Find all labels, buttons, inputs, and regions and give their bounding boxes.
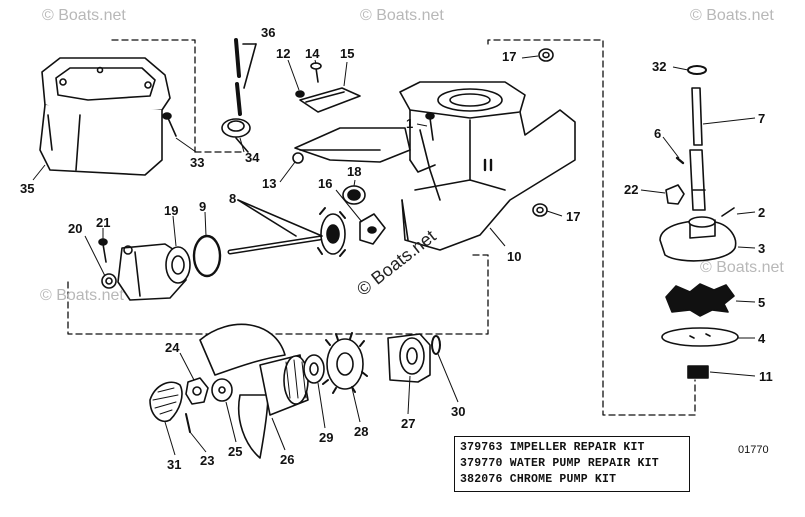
callout-31: 31 [167,457,181,472]
callout-17-top: 17 [502,49,516,64]
o-ring-part [431,335,441,355]
callout-17-bottom: 17 [566,209,580,224]
watermark-mid-left: © Boats.net [40,287,124,304]
bearing-carrier-part [387,333,431,383]
callout-36: 36 [261,25,275,40]
callout-20: 20 [68,221,82,236]
propeller-shaft-part [227,199,346,257]
callout-18: 18 [347,164,361,179]
exhaust-housing-part [39,57,171,176]
dowel-pin-part [234,38,257,116]
callout-7: 7 [758,111,765,126]
callout-22: 22 [624,182,638,197]
callout-27: 27 [401,416,415,431]
kit-name: WATER PUMP REPAIR KIT [509,457,659,470]
callout-8: 8 [229,191,236,206]
callout-24: 24 [165,340,180,355]
watermark-top-center: © Boats.net [360,7,444,24]
seal-ring-part [221,118,251,153]
kit-name: CHROME PUMP KIT [509,473,617,486]
callout-12: 12 [276,46,290,61]
callout-35: 35 [20,181,34,196]
thrust-washer-part [303,354,325,384]
gearcase-housing-part [294,81,576,251]
kit-row: 382076 CHROME PUMP KIT [460,472,689,488]
cover-plate-part [295,62,361,113]
callout-10: 10 [507,249,521,264]
callout-2: 2 [758,205,765,220]
nut-part [292,152,304,164]
prop-hardware-part [149,377,233,433]
kit-part-number: 379763 [460,441,503,454]
callout-11: 11 [759,369,773,384]
callout-29: 29 [319,430,333,445]
repair-kit-box: 379763 IMPELLER REPAIR KIT 379770 WATER … [454,436,690,492]
callout-3: 3 [758,241,765,256]
kit-row: 379763 IMPELLER REPAIR KIT [460,440,689,456]
screw-part [162,112,177,137]
callout-14: 14 [305,46,320,61]
watermark-top-right: © Boats.net [690,7,774,24]
callout-1: 1 [406,116,413,131]
watermark-top-left: © Boats.net [42,7,126,24]
callout-21: 21 [96,215,110,230]
o-ring-part [192,234,222,278]
watermarks: © Boats.net © Boats.net © Boats.net © Bo… [40,7,784,304]
callout-19: 19 [164,203,178,218]
kit-row: 379770 WATER PUMP REPAIR KIT [460,456,689,472]
watermark-mid-right: © Boats.net [700,259,784,276]
callout-33: 33 [190,155,204,170]
propeller-part [199,323,309,459]
callout-4: 4 [758,331,766,346]
callout-28: 28 [354,424,368,439]
callout-labels: 1 2 3 4 5 6 7 8 9 10 11 12 13 14 15 16 1… [20,25,773,472]
group-box-lines [67,39,696,416]
drain-plug-part [532,48,554,217]
callout-34: 34 [245,150,260,165]
callout-23: 23 [200,453,214,468]
callout-16: 16 [318,176,332,191]
callout-32: 32 [652,59,666,74]
reverse-gear-part [322,332,368,394]
callout-26: 26 [280,452,294,467]
bearing-housing-part [117,243,191,301]
screw-part [425,112,435,141]
figure-number: 01770 [738,444,769,456]
small-hardware-part [98,238,117,289]
callout-9: 9 [199,199,206,214]
water-pump-stack-part [659,65,739,379]
leader-lines [32,55,756,456]
kit-part-number: 382076 [460,473,503,486]
kit-name: IMPELLER REPAIR KIT [509,441,645,454]
kit-part-number: 379770 [460,457,503,470]
callout-5: 5 [758,295,765,310]
callout-13: 13 [262,176,276,191]
callout-15: 15 [340,46,354,61]
callout-30: 30 [451,404,465,419]
callout-25: 25 [228,444,242,459]
pinion-gear-part [342,185,386,245]
callout-6: 6 [654,126,661,141]
